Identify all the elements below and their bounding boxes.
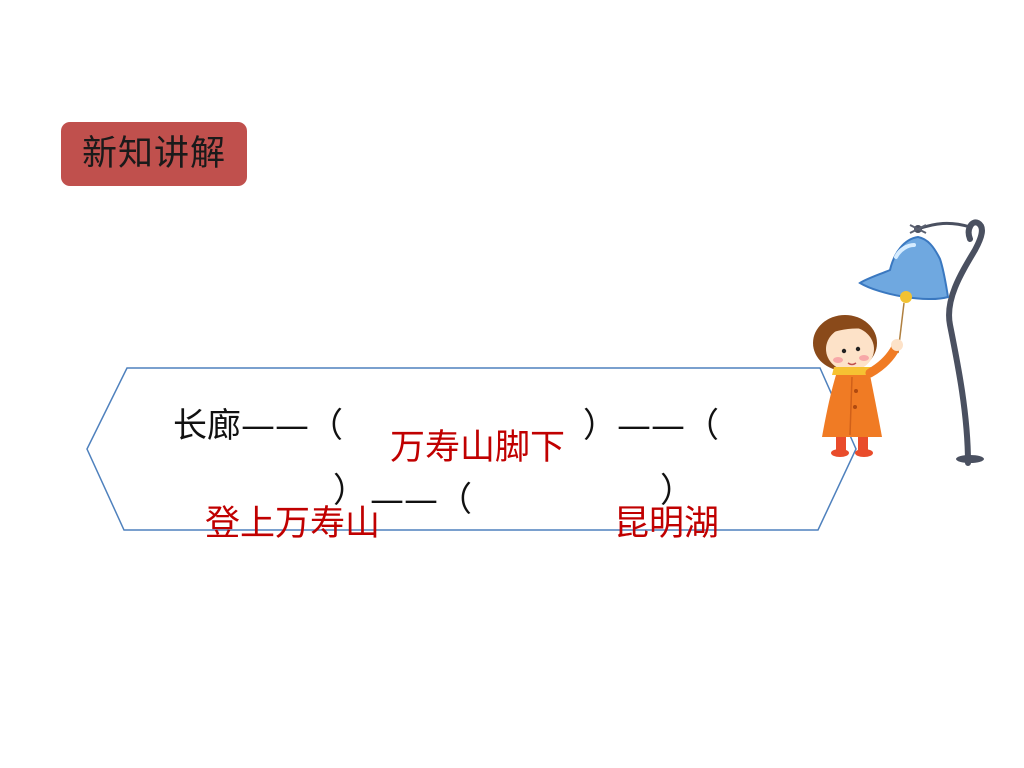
route-start: 长廊——（ — [173, 398, 343, 447]
route-dash-open-2: ——（ — [370, 472, 472, 521]
girl-ringing-bell-icon — [800, 215, 1005, 470]
route-close-open-1: ）——（ — [583, 398, 719, 447]
answer-1: 万寿山脚下 — [390, 419, 565, 470]
answer-2: 登上万寿山 — [205, 495, 380, 546]
answer-3: 昆明湖 — [614, 495, 719, 546]
